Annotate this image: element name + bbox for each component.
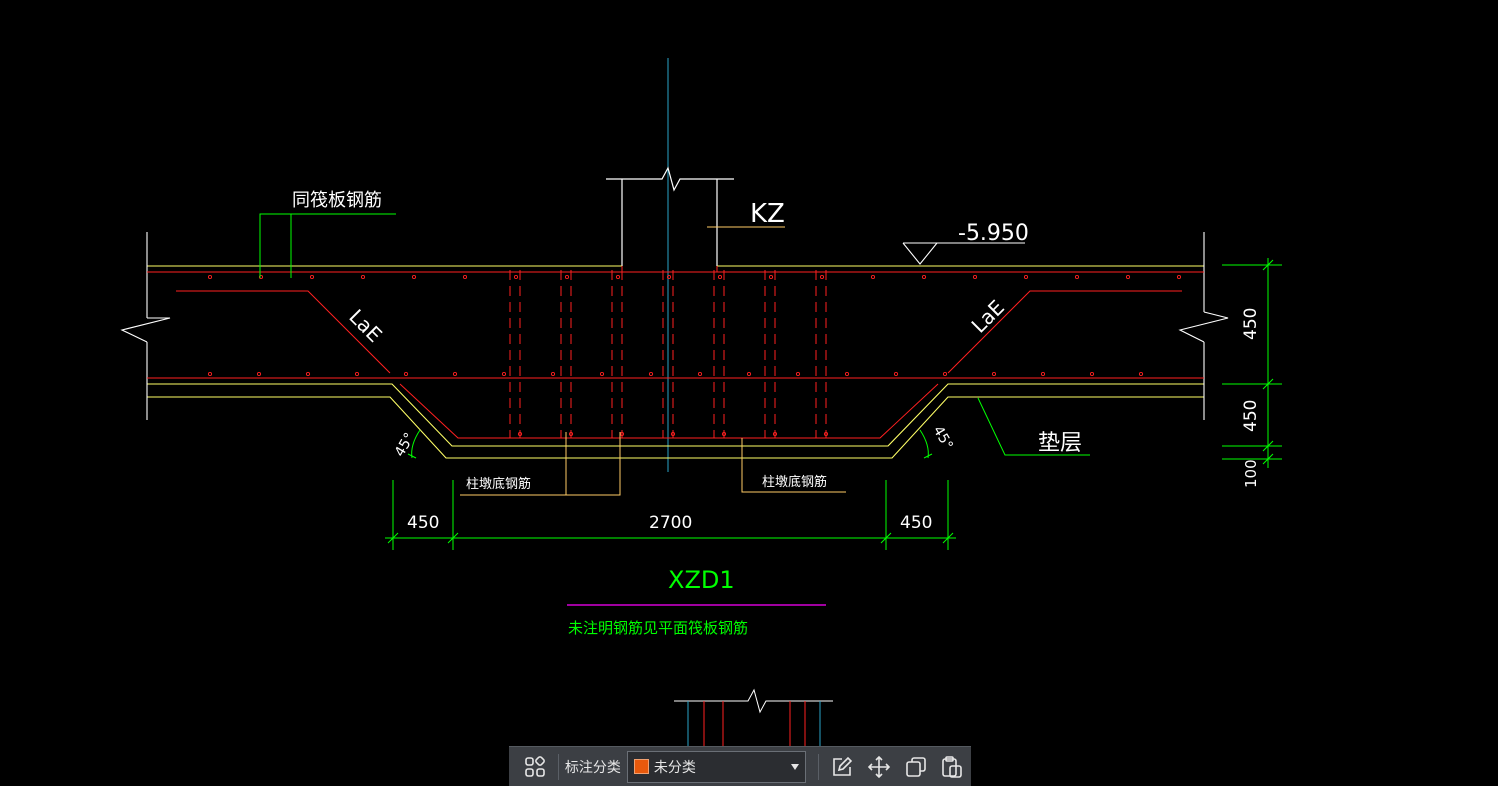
column-outline [606, 166, 734, 266]
dimension-right-middle: 450 [1241, 400, 1261, 432]
column-label: KZ [750, 199, 785, 229]
rebar-dots [207, 274, 1182, 437]
rebar-dot [795, 371, 801, 377]
leader-lines [259, 213, 1090, 456]
rebar-dot [411, 274, 417, 280]
rebar-dot [1089, 371, 1095, 377]
rebar-lines [147, 266, 1204, 439]
dimension-right-bottom: 100 [1242, 459, 1260, 488]
rebar-dot [513, 274, 519, 280]
pier-rebar-left-label: 柱墩底钢筋 [466, 476, 531, 492]
rebar-dot [768, 274, 774, 280]
rebar-dot [717, 274, 723, 280]
detail-title: XZD1 [668, 566, 735, 594]
rebar-dot [772, 431, 778, 437]
right-dimension-lines [1222, 258, 1282, 468]
rebar-dot [844, 371, 850, 377]
rebar-dot [305, 371, 311, 377]
rebar-dot [697, 371, 703, 377]
pier-stirrups [509, 270, 827, 438]
annotation-category-dropdown[interactable]: 未分类 [626, 750, 807, 783]
angle-right-label: 45° [930, 423, 956, 453]
grid-view-icon[interactable] [523, 754, 548, 780]
rebar-dot [256, 371, 262, 377]
detail-note: 未注明钢筋见平面筏板钢筋 [568, 619, 748, 637]
rebar-dot [991, 371, 997, 377]
pier-rebar-leaders [460, 432, 846, 496]
rebar-dot [599, 371, 605, 377]
dimension-right-top: 450 [1241, 308, 1261, 340]
annotation-category-label: 标注分类 [564, 759, 621, 776]
rebar-dot [1176, 274, 1182, 280]
copy-icon[interactable] [903, 754, 928, 780]
edit-icon[interactable] [829, 754, 854, 780]
rebar-dot [819, 274, 825, 280]
angle-arcs [407, 429, 933, 459]
rebar-dot [870, 274, 876, 280]
break-lines [120, 232, 1229, 420]
rebar-dot [1125, 274, 1131, 280]
rebar-dot [972, 274, 978, 280]
rebar-dot [721, 431, 727, 437]
rebar-dot [309, 274, 315, 280]
rebar-dot [1074, 274, 1080, 280]
rebar-dot [403, 371, 409, 377]
rebar-dot [942, 371, 948, 377]
anchor-length-left-label: LaE [344, 304, 386, 346]
rebar-dot [354, 371, 360, 377]
rebar-dot [501, 371, 507, 377]
rebar-dot [746, 371, 752, 377]
rebar-dot [1023, 274, 1029, 280]
rebar-dot [823, 431, 829, 437]
rebar-dot [207, 274, 213, 280]
dimension-bottom-left: 450 [407, 513, 439, 533]
angle-left-label: 45° [392, 430, 418, 460]
rebar-dot [564, 274, 570, 280]
pier-rebar-right-label: 柱墩底钢筋 [762, 474, 827, 490]
rebar-dot [1138, 371, 1144, 377]
rebar-dot [921, 274, 927, 280]
rebar-dot [568, 431, 574, 437]
annotation-toolbar: 标注分类 未分类 [509, 746, 971, 786]
rebar-dot [893, 371, 899, 377]
rebar-dot [452, 371, 458, 377]
rebar-dot [207, 371, 213, 377]
chevron-down-icon [791, 763, 800, 770]
selected-category-text: 未分类 [653, 759, 696, 776]
paste-icon[interactable] [940, 754, 965, 780]
category-color-swatch [633, 759, 649, 774]
raft-rebar-label: 同筏板钢筋 [292, 190, 382, 211]
move-icon[interactable] [866, 754, 891, 780]
toolbar-separator [557, 753, 559, 780]
dimension-bottom-middle: 2700 [649, 513, 692, 533]
rebar-dot [517, 431, 523, 437]
rebar-dot [1040, 371, 1046, 377]
rebar-dot [670, 431, 676, 437]
elevation-label: -5.950 [958, 221, 1029, 246]
toolbar-separator [818, 753, 820, 780]
rebar-dot [360, 274, 366, 280]
elevation-marker [902, 242, 1025, 265]
rebar-dot [550, 371, 556, 377]
rebar-dot [462, 274, 468, 280]
bottom-dimension-lines [385, 480, 956, 550]
rebar-dot [258, 274, 264, 280]
anchor-length-right-label: LaE [967, 295, 1009, 337]
second-detail-partial [674, 688, 833, 746]
rebar-dot [648, 371, 654, 377]
rebar-dot [615, 274, 621, 280]
dimension-bottom-right: 450 [900, 513, 932, 533]
cushion-label: 垫层 [1038, 431, 1082, 456]
raft-slab-outline [147, 265, 1204, 459]
rebar-dot [666, 274, 672, 280]
